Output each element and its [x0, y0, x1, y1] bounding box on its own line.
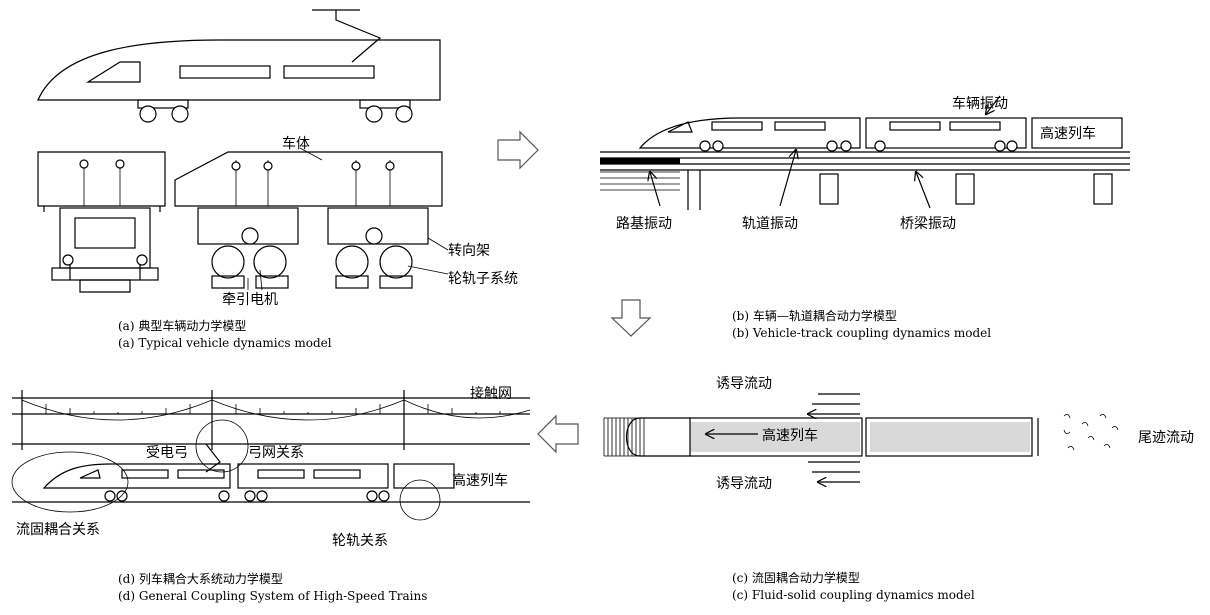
vehicle-end-view: [37, 151, 166, 293]
label-high-speed-train-d: 高速列车: [452, 472, 508, 489]
caption-b-cn: (b) 车辆—轨道耦合动力学模型: [732, 308, 897, 323]
caption-d-en: (d) General Coupling System of High-Spee…: [118, 589, 427, 603]
panel-c: 诱导流动 高速列车 尾迹流动 诱导流动 (c) 流固耦合动力学模型 (c) Fl…: [603, 376, 1194, 602]
label-wake-flow: 尾迹流动: [1138, 430, 1194, 446]
panel-d: 接触网 受电弓 弓网关系 高速列车 流固耦合关系 轮轨关系 (d) 列车耦合大系…: [11, 385, 531, 603]
label-high-speed-train-b: 高速列车: [1040, 125, 1096, 142]
label-car-body: 车体: [282, 135, 310, 152]
car-body-model: [174, 151, 443, 290]
label-wheel-rail-subsystem: 轮轨子系统: [448, 271, 518, 287]
label-traction-motor: 牵引电机: [222, 292, 278, 308]
caption-a-cn: (a) 典型车辆动力学模型: [118, 318, 246, 333]
label-pantograph: 受电弓: [146, 445, 188, 461]
caption-c-en: (c) Fluid-solid coupling dynamics model: [732, 588, 975, 602]
arrow-right-icon: [497, 130, 539, 170]
label-vehicle-vibration: 车辆振动: [952, 95, 1008, 112]
label-fluid-solid-relation: 流固耦合关系: [16, 522, 100, 538]
label-induced-flow-top: 诱导流动: [716, 376, 772, 392]
train-side-view: [37, 9, 441, 123]
label-track-vibration: 轨道振动: [742, 216, 798, 232]
caption-a-en: (a) Typical vehicle dynamics model: [118, 336, 332, 350]
label-catenary: 接触网: [470, 385, 512, 402]
caption-c-cn: (c) 流固耦合动力学模型: [732, 570, 860, 585]
panel-b: 车辆振动 高速列车 路基振动 轨道振动 桥梁振动 (b) 车辆—轨道耦合动力学模…: [600, 95, 1130, 340]
label-pantograph-catenary-relation: 弓网关系: [248, 445, 304, 461]
label-bogie: 转向架: [448, 243, 490, 259]
label-induced-flow-bottom: 诱导流动: [716, 476, 772, 492]
label-high-speed-train-c: 高速列车: [762, 427, 818, 444]
panel-a: 车体 转向架 轮轨子系统 牵引电机 (a) 典型车辆动力学模型 (a) Typi…: [37, 9, 518, 350]
label-bridge-vibration: 桥梁振动: [900, 216, 956, 232]
label-subgrade-vibration: 路基振动: [616, 215, 672, 232]
arrow-down-icon: [610, 299, 652, 337]
label-wheel-rail-relation: 轮轨关系: [332, 533, 388, 549]
caption-b-en: (b) Vehicle-track coupling dynamics mode…: [732, 326, 991, 340]
caption-d-cn: (d) 列车耦合大系统动力学模型: [118, 571, 283, 586]
arrow-left-icon: [537, 414, 579, 454]
